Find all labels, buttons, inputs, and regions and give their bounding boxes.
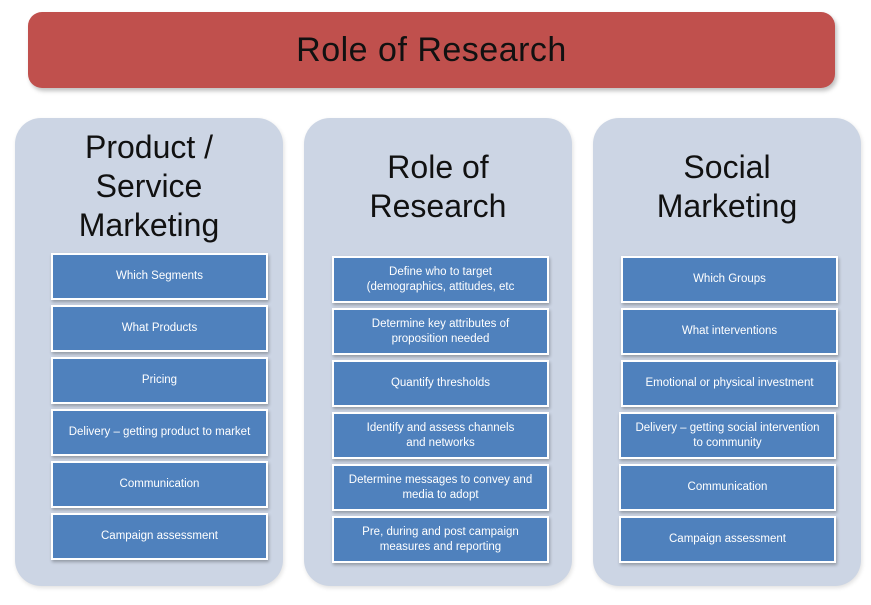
item-which-groups: Which Groups [621, 256, 838, 303]
item-campaign-measures: Pre, during and post campaign measures a… [332, 516, 549, 563]
item-determine-key-attributes: Determine key attributes of proposition … [332, 308, 549, 355]
item-campaign-assessment-social: Campaign assessment [619, 516, 836, 563]
item-communication-social: Communication [619, 464, 836, 511]
column-social-marketing: Social Marketing Which Groups What inter… [593, 118, 861, 586]
item-define-who-to-target: Define who to target (demographics, atti… [332, 256, 549, 303]
title-banner: Role of Research [28, 12, 835, 88]
item-communication: Communication [51, 461, 268, 508]
item-delivery-social-intervention: Delivery – getting social intervention t… [619, 412, 836, 459]
item-determine-messages: Determine messages to convey and media t… [332, 464, 549, 511]
column-heading-role-of-research: Role of Research [369, 149, 507, 224]
item-which-segments: Which Segments [51, 253, 268, 300]
item-identify-channels: Identify and assess channels and network… [332, 412, 549, 459]
column-heading-product-service-marketing: Product / Service Marketing [78, 129, 220, 243]
column-product-service-marketing: Product / Service Marketing Which Segmen… [15, 118, 283, 586]
item-delivery-product: Delivery – getting product to market [51, 409, 268, 456]
item-what-products: What Products [51, 305, 268, 352]
item-campaign-assessment: Campaign assessment [51, 513, 268, 560]
column-heading-social-marketing: Social Marketing [656, 149, 798, 224]
diagram-title: Role of Research [296, 30, 567, 69]
item-quantify-thresholds: Quantify thresholds [332, 360, 549, 407]
item-what-interventions: What interventions [621, 308, 838, 355]
item-pricing: Pricing [51, 357, 268, 404]
item-emotional-physical-investment: Emotional or physical investment [621, 360, 838, 407]
column-role-of-research: Role of Research Define who to target (d… [304, 118, 572, 586]
